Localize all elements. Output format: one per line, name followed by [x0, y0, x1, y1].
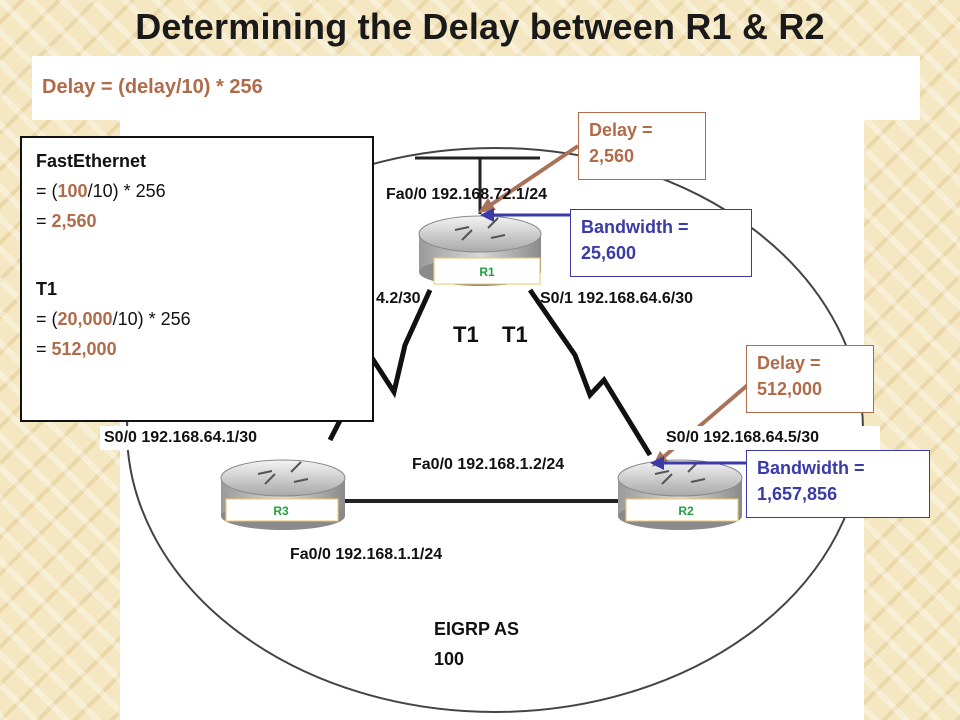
router-r2-label: R2: [678, 504, 694, 518]
r2-s00-interface-label: S0/0 192.168.64.5/30: [662, 426, 880, 450]
router-r3[interactable]: R3: [220, 459, 346, 530]
r1-delay-arrow: [484, 144, 580, 210]
r2-bandwidth-callout: Bandwidth = 1,657,856: [746, 450, 930, 518]
t1-result-value: 512,000: [51, 339, 117, 359]
r1-delay-callout: Delay = 2,560: [578, 112, 706, 180]
fastethernet-result: = 2,560: [36, 211, 97, 231]
r1-bandwidth-callout: Bandwidth = 25,600: [570, 209, 752, 277]
t1-result: = 512,000: [36, 339, 117, 359]
formula-bar: [32, 56, 920, 120]
fastethernet-result-value: 2,560: [51, 211, 97, 231]
fastethernet-formula: = (100/10) * 256: [36, 181, 166, 201]
r2-bandwidth-arrowhead: [650, 456, 664, 470]
fastethernet-delay-value: 100: [57, 181, 88, 201]
router-r1[interactable]: R1: [418, 215, 542, 286]
t1-formula: = (20,000/10) * 256: [36, 309, 191, 329]
router-r2[interactable]: R2: [617, 459, 743, 530]
r1-s01-interface-label: S0/1 192.168.64.6/30: [540, 290, 694, 307]
r2-fa00-interface-label: Fa0/0 192.168.1.2/24: [412, 456, 565, 473]
slide-title: Determining the Delay between R1 & R2: [135, 6, 825, 47]
t1-left-link-label: T1: [453, 322, 479, 347]
delay-formula: Delay = (delay/10) * 256: [42, 76, 263, 98]
r2-delay-callout: Delay = 512,000: [746, 345, 874, 413]
router-r1-label: R1: [479, 265, 495, 279]
fastethernet-heading: FastEthernet: [36, 151, 147, 171]
t1-right-link-label: T1: [502, 322, 528, 347]
r3-fa00-interface-label: Fa0/0 192.168.1.1/24: [290, 546, 443, 563]
delay-calculation-box: FastEthernet = (100/10) * 256 = 2,560 T1…: [20, 136, 374, 422]
r1-bandwidth-arrowhead: [480, 208, 494, 222]
r1-s00-interface-label: 4.2/30: [376, 290, 421, 307]
r3-s00-interface-label: S0/0 192.168.64.1/30: [100, 426, 264, 450]
r1-r2-serial-link: [527, 288, 653, 457]
eigrp-as-label: EIGRP AS 100: [434, 619, 520, 669]
router-r3-label: R3: [273, 504, 289, 518]
t1-delay-value: 20,000: [57, 309, 113, 329]
r1-fa00-interface-label: Fa0/0 192.168.72.1/24: [386, 186, 548, 203]
t1-heading: T1: [36, 279, 58, 299]
